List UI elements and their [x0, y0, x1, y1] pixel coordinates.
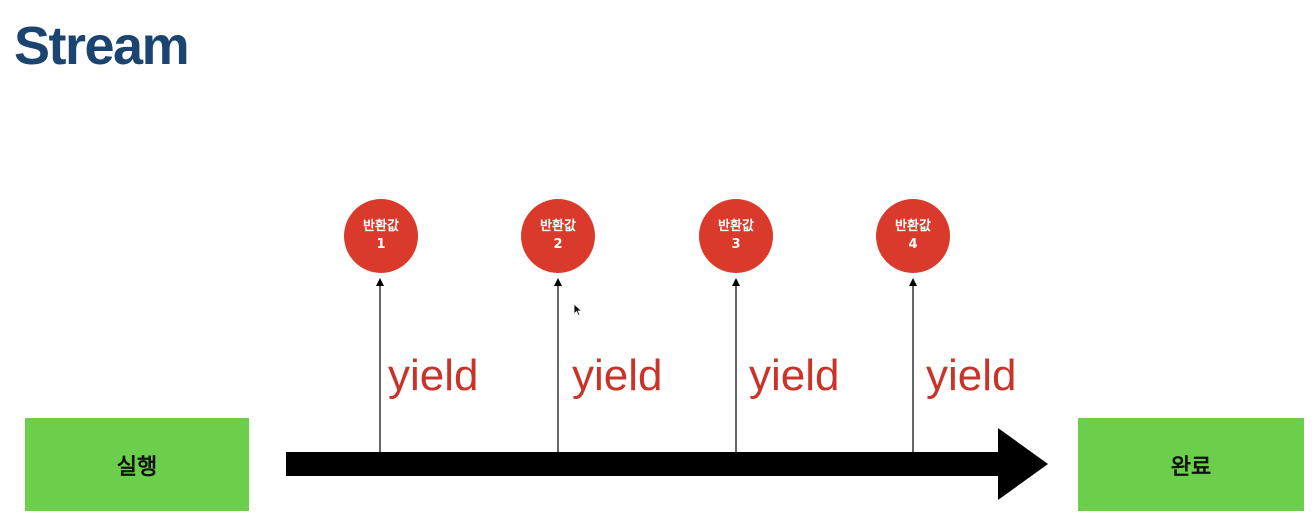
- return-value-number: 1: [376, 237, 386, 252]
- main-arrow-shaft: [286, 452, 1004, 476]
- return-value-number: 3: [731, 237, 741, 252]
- return-value-bubble-3: 반환값 3: [699, 199, 773, 273]
- mouse-pointer-icon: [573, 303, 583, 317]
- yield-label-3: yield: [749, 351, 840, 400]
- end-label: 완료: [1170, 454, 1212, 480]
- return-value-caption: 반환값: [363, 219, 399, 234]
- end-box: 완료: [1078, 418, 1304, 511]
- start-box: 실행: [25, 418, 249, 511]
- page-title: Stream: [14, 16, 190, 76]
- yield-label-4: yield: [926, 351, 1017, 400]
- main-arrow-head: [998, 428, 1048, 500]
- start-label: 실행: [116, 454, 158, 480]
- return-value-number: 2: [553, 237, 563, 252]
- yield-label-1: yield: [388, 351, 479, 400]
- return-value-caption: 반환값: [895, 219, 931, 234]
- return-value-caption: 반환값: [540, 219, 576, 234]
- return-value-bubble-4: 반환값 4: [876, 199, 950, 273]
- return-value-number: 4: [908, 237, 918, 252]
- yield-label-2: yield: [572, 351, 663, 400]
- return-value-bubble-2: 반환값 2: [521, 199, 595, 273]
- return-value-bubble-1: 반환값 1: [344, 199, 418, 273]
- return-value-caption: 반환값: [718, 219, 754, 234]
